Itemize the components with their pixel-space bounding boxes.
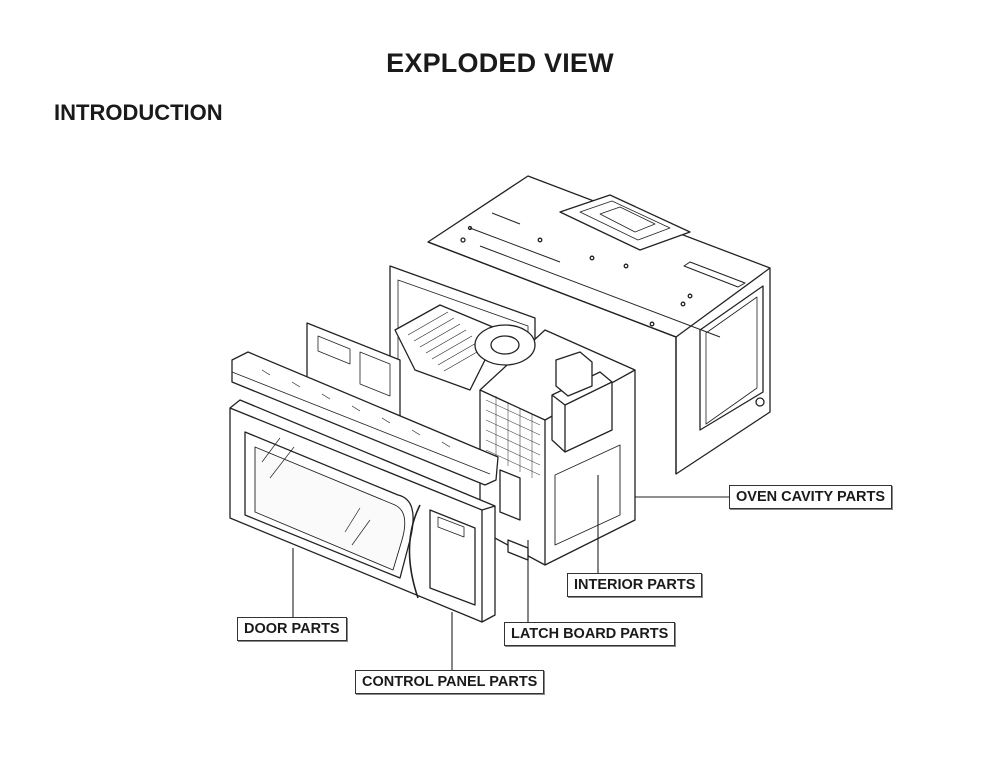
door — [229, 399, 496, 623]
oven-cavity-parts-label: OVEN CAVITY PARTS — [729, 485, 893, 509]
control-panel-parts-label: CONTROL PANEL PARTS — [355, 670, 545, 694]
latch-board-parts-label: LATCH BOARD PARTS — [504, 622, 676, 646]
page-title: EXPLODED VIEW — [386, 48, 614, 78]
fan-assembly — [394, 304, 536, 391]
section-heading: INTRODUCTION — [54, 100, 223, 125]
interior-parts-label: INTERIOR PARTS — [567, 573, 703, 597]
leader-lines — [292, 475, 730, 670]
outer-case — [427, 175, 771, 475]
latch-board — [499, 469, 529, 561]
door-parts-label: DOOR PARTS — [237, 617, 347, 641]
vent-grille — [231, 351, 499, 486]
